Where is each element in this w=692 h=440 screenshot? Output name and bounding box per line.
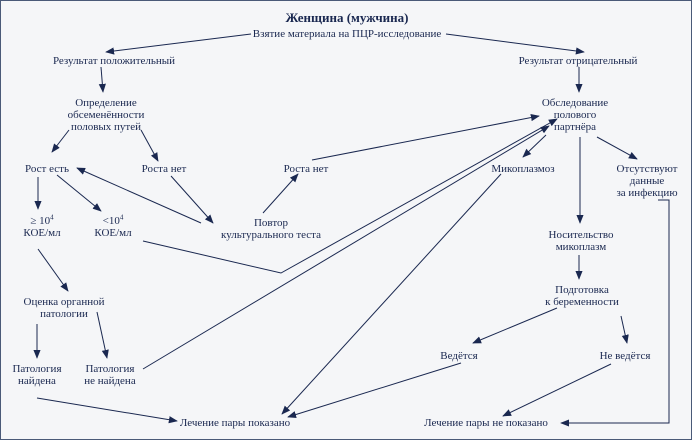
edge-contam-to-growth-no-left: [140, 129, 159, 162]
edge-myco-to-treat-yes: [281, 173, 502, 415]
edge-prep-to-notled: [620, 315, 629, 344]
edge-pos-to-contam: [98, 66, 106, 93]
edge-notfound-to-exam: [142, 125, 550, 370]
node-growth-yes: Рост есть: [25, 163, 69, 175]
edge-prep-to-led: [472, 307, 558, 344]
node-mycoplasmosis: Микоплазмоз: [491, 163, 555, 175]
node-conducted: Ведётся: [440, 350, 478, 362]
node-growth-no-mid: Роста нет: [283, 163, 329, 175]
edge-growth-yes-to-lt: [56, 174, 102, 212]
edge-pcr-to-neg: [445, 33, 585, 55]
edge-growth-no-left-to-repeat: [170, 175, 214, 224]
node-growth-no-left: Роста нет: [141, 163, 187, 175]
node-pcr-sampling: Взятие материала на ПЦР-исследование: [252, 28, 442, 40]
node-title: Женщина (мужчина): [285, 10, 409, 25]
edge-organ-to-notfound: [96, 311, 109, 359]
node-not-conducted: Не ведётся: [599, 350, 651, 362]
edge-contam-to-growth-yes: [51, 129, 70, 153]
edge-led-to-treat-yes: [287, 362, 462, 419]
node-cfu-lt: <104 КОЕ/мл: [94, 213, 132, 239]
edge-ge-to-organ: [37, 248, 69, 292]
edge-exam-to-absent: [596, 136, 638, 160]
edge-absent-to-treat-no: [560, 199, 670, 427]
edge-pcr-to-pos: [105, 33, 252, 55]
node-treatment-not-indicated: Лечение пары не показано: [424, 417, 548, 429]
edge-found-to-treat-yes: [36, 397, 178, 424]
edge-lt-to-exam: [142, 118, 558, 274]
edge-exam-to-myco: [522, 134, 547, 158]
edge-notled-to-treat-no: [502, 363, 612, 417]
node-result-negative: Результат отрицательный: [518, 55, 638, 67]
node-cfu-ge: ≥ 104 КОЕ/мл: [23, 213, 61, 239]
edge-repeat-to-growth-yes: [76, 167, 202, 224]
node-result-positive: Результат положительный: [52, 55, 176, 67]
node-treatment-indicated: Лечение пары показано: [179, 417, 291, 429]
edge-growth-no-mid-to-exam: [311, 114, 540, 161]
edge-repeat-to-growth-no-mid: [262, 173, 299, 214]
